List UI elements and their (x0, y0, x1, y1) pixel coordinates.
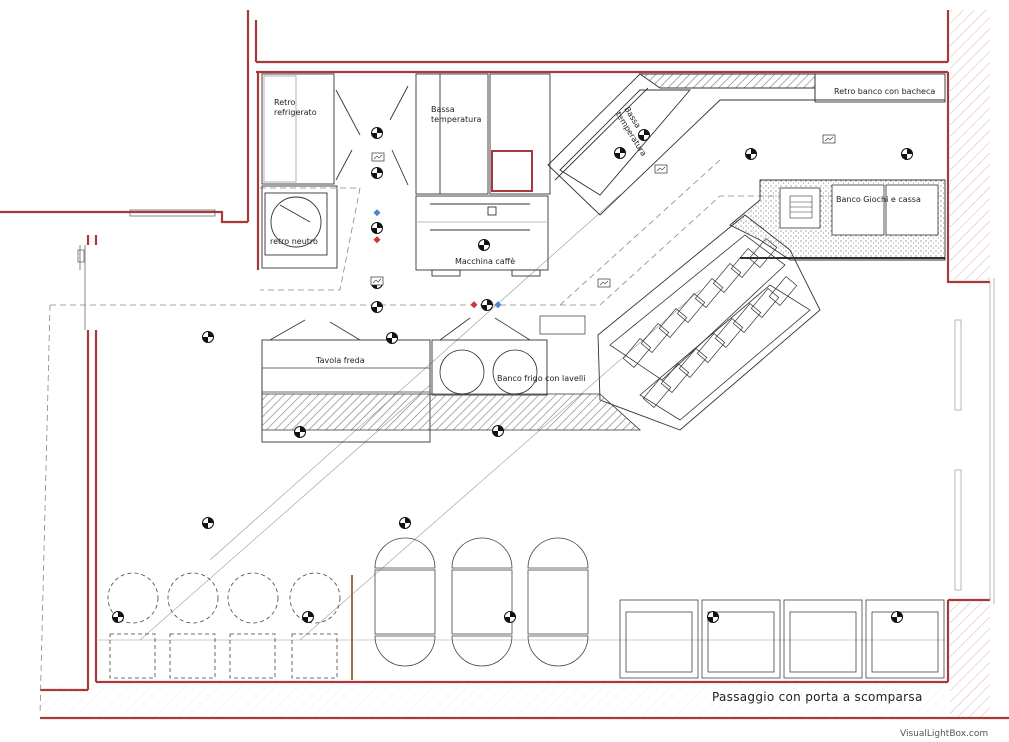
diagonal-counter-top (547, 73, 816, 216)
label-retro-refrigerato: Retro refrigerato (274, 98, 317, 117)
label-tavola-freda: Tavola freda (316, 356, 365, 365)
wall-hatch-right-bottom (950, 602, 990, 717)
front-counter (261, 315, 642, 680)
label-retro-banco-bacheca: Retro banco con bacheca (834, 87, 936, 96)
retro-banco-bacheca (814, 73, 946, 103)
dining-tables (107, 537, 945, 679)
wall-hatch-right-top (950, 10, 990, 280)
label-macchina-caffe: Macchina caffè (455, 257, 516, 266)
walls (0, 10, 1009, 720)
diagonal-display-counter (597, 214, 821, 431)
label-retro-neutro: retro neutro (270, 237, 318, 246)
colored-markers (373, 209, 502, 309)
banco-giochi-cassa (729, 179, 946, 261)
glass-facade (954, 278, 995, 604)
left-door (77, 209, 216, 330)
back-rooms (261, 73, 551, 277)
watermark: VisualLightBox.com (900, 729, 989, 739)
label-banco-frigo-lavelli: Banco frigo con lavelli (497, 374, 586, 383)
label-passaggio: Passaggio con porta a scomparsa (712, 690, 923, 704)
label-bassa-temperatura: Bassa temperatura (431, 105, 482, 124)
label-banco-giochi-cassa: Banco Giochi e cassa (836, 195, 921, 204)
wall-hatch-bottom (40, 684, 945, 717)
